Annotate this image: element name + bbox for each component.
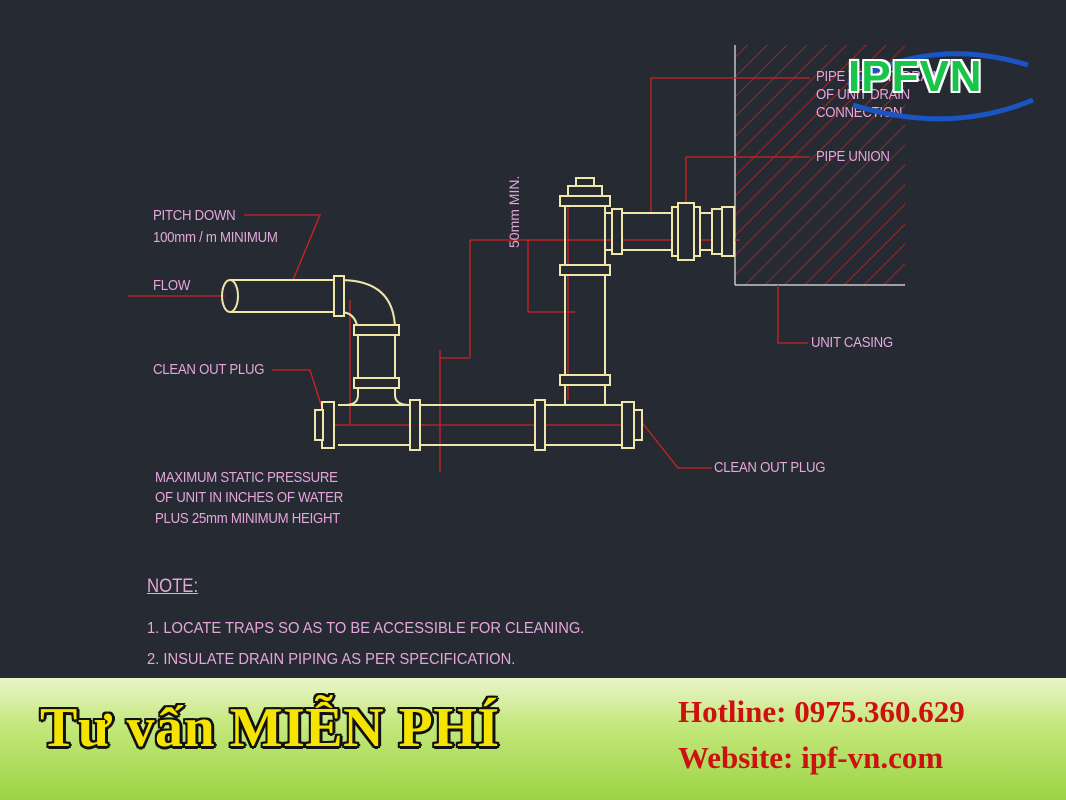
pipe-couplings [314,177,735,451]
min-height-label: 50mm MIN. [506,175,522,248]
unit-casing-label: UNIT CASING [811,334,893,351]
static-pressure-label-3: PLUS 25mm MINIMUM HEIGHT [155,510,341,527]
leader-lines [128,77,810,472]
pipe-drain-label-2: OF UNIT DRAIN [816,86,910,103]
unit-casing-wall [734,45,905,286]
note-item-1: 1. LOCATE TRAPS SO AS TO BE ACCESSIBLE F… [147,620,585,637]
flow-label: FLOW [153,277,191,294]
static-pressure-label-1: MAXIMUM STATIC PRESSURE [155,469,338,486]
pipe-drain-label-1: PIPE TO UNIT DRAIN [816,68,942,85]
note-heading: NOTE: [147,576,199,597]
trap-pipework [221,200,722,446]
logo-swoosh [846,51,1034,122]
ipfvn-logo: IPFVN [838,40,1038,130]
static-pressure-label-2: OF UNIT IN INCHES OF WATER [155,489,343,506]
logo-text: IPFVN [848,52,983,101]
diagram-canvas [128,45,905,472]
hotline-text: Hotline: 0975.360.629 [678,694,965,729]
cad-drawing: PIPE TO UNIT DRAIN OF UNIT DRAIN CONNECT… [128,40,1038,668]
pipe-union-label: PIPE UNION [816,148,890,165]
clean-out-plug-label-left: CLEAN OUT PLUG [153,361,265,378]
note-item-2: 2. INSULATE DRAIN PIPING AS PER SPECIFIC… [147,651,516,668]
banner-title: Tư vấn MIỄN PHÍ [40,697,500,759]
clean-out-plug-label-right: CLEAN OUT PLUG [714,459,826,476]
promo-banner: Tư vấn MIỄN PHÍ Hotline: 0975.360.629 We… [0,678,1066,800]
pipe-drain-label-3: CONNECTION [816,104,903,121]
pitch-down-label-1: PITCH DOWN [153,207,236,224]
website-link[interactable]: Website: ipf-vn.com [678,740,944,775]
pitch-down-label-2: 100mm / m MINIMUM [153,229,278,246]
